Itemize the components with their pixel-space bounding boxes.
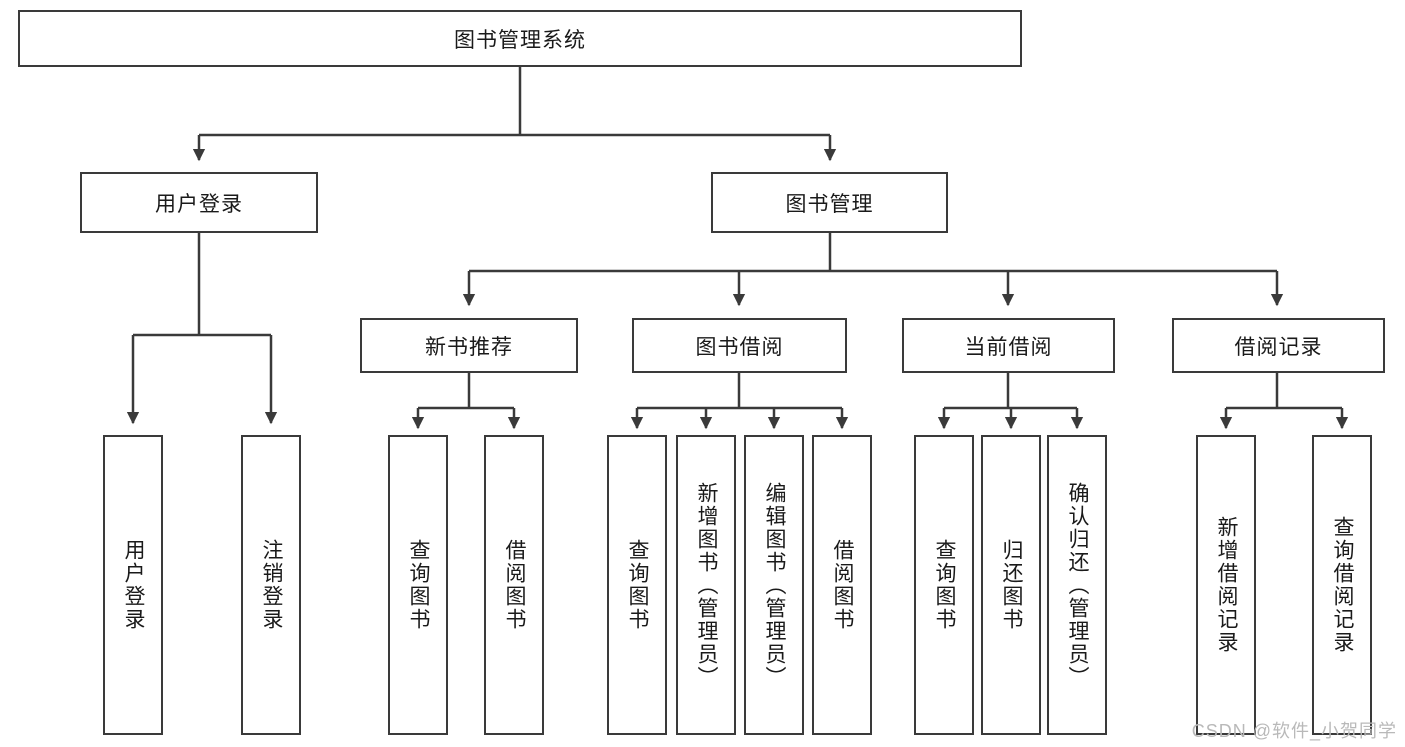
node-current-borrow[interactable]: 当前借阅 [902, 318, 1115, 373]
leaf-current-query-book[interactable]: 查询图书 [914, 435, 974, 735]
node-label: 查询借阅记录 [1331, 516, 1355, 654]
node-root-system[interactable]: 图书管理系统 [18, 10, 1022, 67]
node-label: 注销登录 [260, 539, 284, 631]
node-label: 图书借阅 [695, 335, 784, 359]
node-label: 用户登录 [155, 192, 243, 216]
node-label: 归还图书 [1000, 539, 1024, 631]
leaf-recommend-borrow-book[interactable]: 借阅图书 [484, 435, 544, 735]
node-label: 查询图书 [407, 539, 431, 631]
node-book-management[interactable]: 图书管理 [711, 172, 948, 233]
node-label: 用户登录 [122, 539, 146, 631]
node-borrow-records[interactable]: 借阅记录 [1172, 318, 1385, 373]
leaf-borrow-query-book[interactable]: 查询图书 [607, 435, 667, 735]
leaf-borrow-borrow-book[interactable]: 借阅图书 [812, 435, 872, 735]
node-book-borrow[interactable]: 图书借阅 [632, 318, 847, 373]
leaf-records-add-record[interactable]: 新增借阅记录 [1196, 435, 1256, 735]
node-label: 确认归还（管理员） [1066, 481, 1090, 689]
node-label: 新增借阅记录 [1215, 516, 1239, 654]
leaf-recommend-query-book[interactable]: 查询图书 [388, 435, 448, 735]
leaf-borrow-add-book-admin[interactable]: 新增图书（管理员） [676, 435, 736, 735]
node-label: 编辑图书（管理员） [763, 481, 787, 689]
node-label: 借阅记录 [1234, 335, 1323, 359]
node-new-book-recommend[interactable]: 新书推荐 [360, 318, 578, 373]
leaf-current-return-book[interactable]: 归还图书 [981, 435, 1041, 735]
leaf-borrow-edit-book-admin[interactable]: 编辑图书（管理员） [744, 435, 804, 735]
leaf-current-confirm-return-admin[interactable]: 确认归还（管理员） [1047, 435, 1107, 735]
node-label: 新书推荐 [425, 335, 513, 359]
node-user-login[interactable]: 用户登录 [80, 172, 318, 233]
node-label: 借阅图书 [503, 539, 527, 631]
node-label: 图书管理系统 [454, 28, 586, 52]
node-label: 当前借阅 [964, 335, 1053, 359]
node-label: 查询图书 [933, 539, 957, 631]
leaf-records-query-record[interactable]: 查询借阅记录 [1312, 435, 1372, 735]
leaf-user-login-logout[interactable]: 注销登录 [241, 435, 301, 735]
node-label: 借阅图书 [831, 539, 855, 631]
leaf-user-login-login[interactable]: 用户登录 [103, 435, 163, 735]
node-label: 图书管理 [785, 192, 874, 216]
node-label: 新增图书（管理员） [695, 481, 719, 689]
node-label: 查询图书 [626, 539, 650, 631]
watermark-text: CSDN @软件_小贺同学 [1191, 721, 1397, 741]
